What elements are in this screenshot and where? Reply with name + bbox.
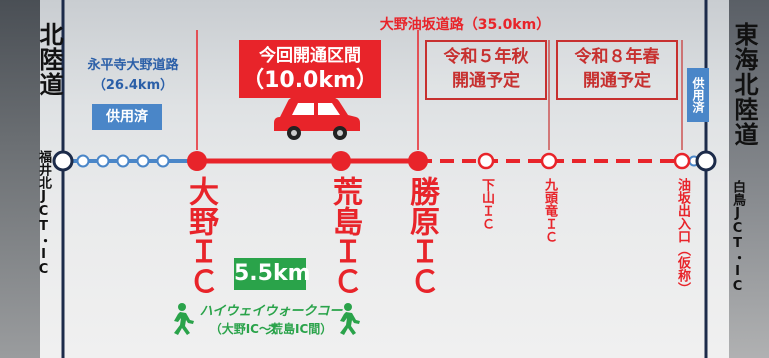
kuzuryu-ic-label: 九頭竜ＩＣ [542,178,557,243]
r8-spring-line1: 令和８年春 [574,47,660,67]
eiheiji-road-name: 永平寺大野道路 [87,58,179,73]
r8-spring-box: 令和８年春 開通予定 [556,40,678,100]
eiheiji-open-badge: 供用済 [92,104,162,130]
shimoyama-ic-label: 下山ＩＣ [479,178,494,230]
shimoyama-ic-marker [477,152,495,170]
background-left-edge [0,0,40,358]
walk-course-title: ハイウェイウォークコース [199,304,343,338]
right-junction-marker [695,150,717,172]
minor-interchange-markers [76,154,700,168]
walk-distance-badge: 5.5km [234,258,311,290]
left-road-name: 北陸道 [35,22,63,97]
current-section-title: 今回開通区間 [259,46,361,66]
katsuhara-ic-label: 勝原ＩＣ [404,176,439,296]
right-junction-label: 白鳥JCT・IC [730,180,745,294]
right-open-badge: 供用済 [687,68,709,122]
car-icon [274,97,360,140]
r8-spring-line2: 開通予定 [583,71,651,91]
aburasaka-ic-marker [673,152,691,170]
left-junction-label: 福井北JCT・IC [36,150,51,277]
katsuhara-ic-marker [408,151,428,171]
current-section-box: 今回開通区間 （10.0km） [239,40,381,98]
r5-fall-box: 令和５年秋 開通予定 [425,40,547,100]
eiheiji-road-length: （26.4km） [92,78,174,93]
walker-icon [174,303,194,335]
r5-fall-line2: 開通予定 [452,71,520,91]
aburasaka-ic-label: 油坂出入口（仮称） [675,178,690,295]
ono-ic-label: 大野ＩＣ [183,176,218,296]
walker-icon [340,303,360,335]
walk-course-sub: （大野IC～荒島IC間） [209,322,333,336]
ono-ic-marker [187,151,207,171]
right-road-name: 東海北陸道 [730,22,758,147]
arashima-ic-label: 荒島ＩＣ [327,176,362,296]
r5-fall-line1: 令和５年秋 [443,47,529,67]
left-junction-marker [52,150,74,172]
ono-aburasaka-road-name: 大野油坂道路（35.0km） [379,17,551,33]
kuzuryu-ic-marker [540,152,558,170]
current-section-length: （10.0km） [242,68,378,93]
background-right-edge [729,0,769,358]
arashima-ic-marker [331,151,351,171]
